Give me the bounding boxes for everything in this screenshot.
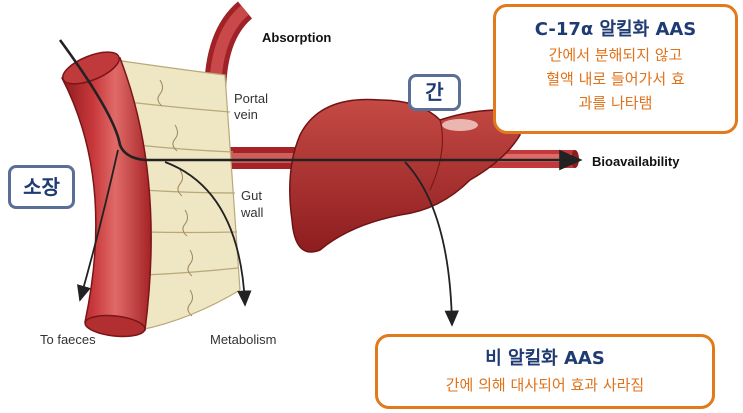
small-intestine	[60, 51, 152, 338]
label-metabolism: Metabolism	[210, 332, 276, 347]
liver-tag: 간	[408, 74, 461, 111]
non-alkylated-callout-line-1: 간에 의해 대사되어 효과 사라짐	[445, 376, 645, 394]
label-bioavailability: Bioavailability	[592, 154, 680, 169]
label-gut-wall-1: Gut	[241, 188, 262, 203]
label-portal-vein-1: Portal	[234, 91, 268, 106]
flow-arrows	[58, 39, 583, 327]
label-to-faeces: To faeces	[40, 332, 96, 347]
c17-callout-line-2: 혈액 내로 들어가서 효	[546, 70, 685, 88]
small-intestine-tag: 소장	[8, 165, 75, 209]
non-alkylated-callout-title: 비 알킬화 AAS	[485, 348, 605, 369]
label-absorption: Absorption	[262, 30, 331, 45]
liver	[289, 98, 521, 253]
c17-alkylated-callout: C-17α 알킬화 AAS 간에서 분해되지 않고 혈액 내로 들어가서 효 과…	[493, 4, 738, 134]
c17-callout-line-1: 간에서 분해되지 않고	[548, 46, 683, 64]
non-alkylated-callout: 비 알킬화 AAS 간에 의해 대사되어 효과 사라짐	[375, 334, 715, 409]
label-portal-vein-2: vein	[234, 107, 258, 122]
c17-callout-title: C-17α 알킬화 AAS	[534, 19, 697, 40]
c17-callout-line-3: 과를 나타탬	[578, 94, 653, 112]
label-gut-wall-2: wall	[240, 205, 264, 220]
